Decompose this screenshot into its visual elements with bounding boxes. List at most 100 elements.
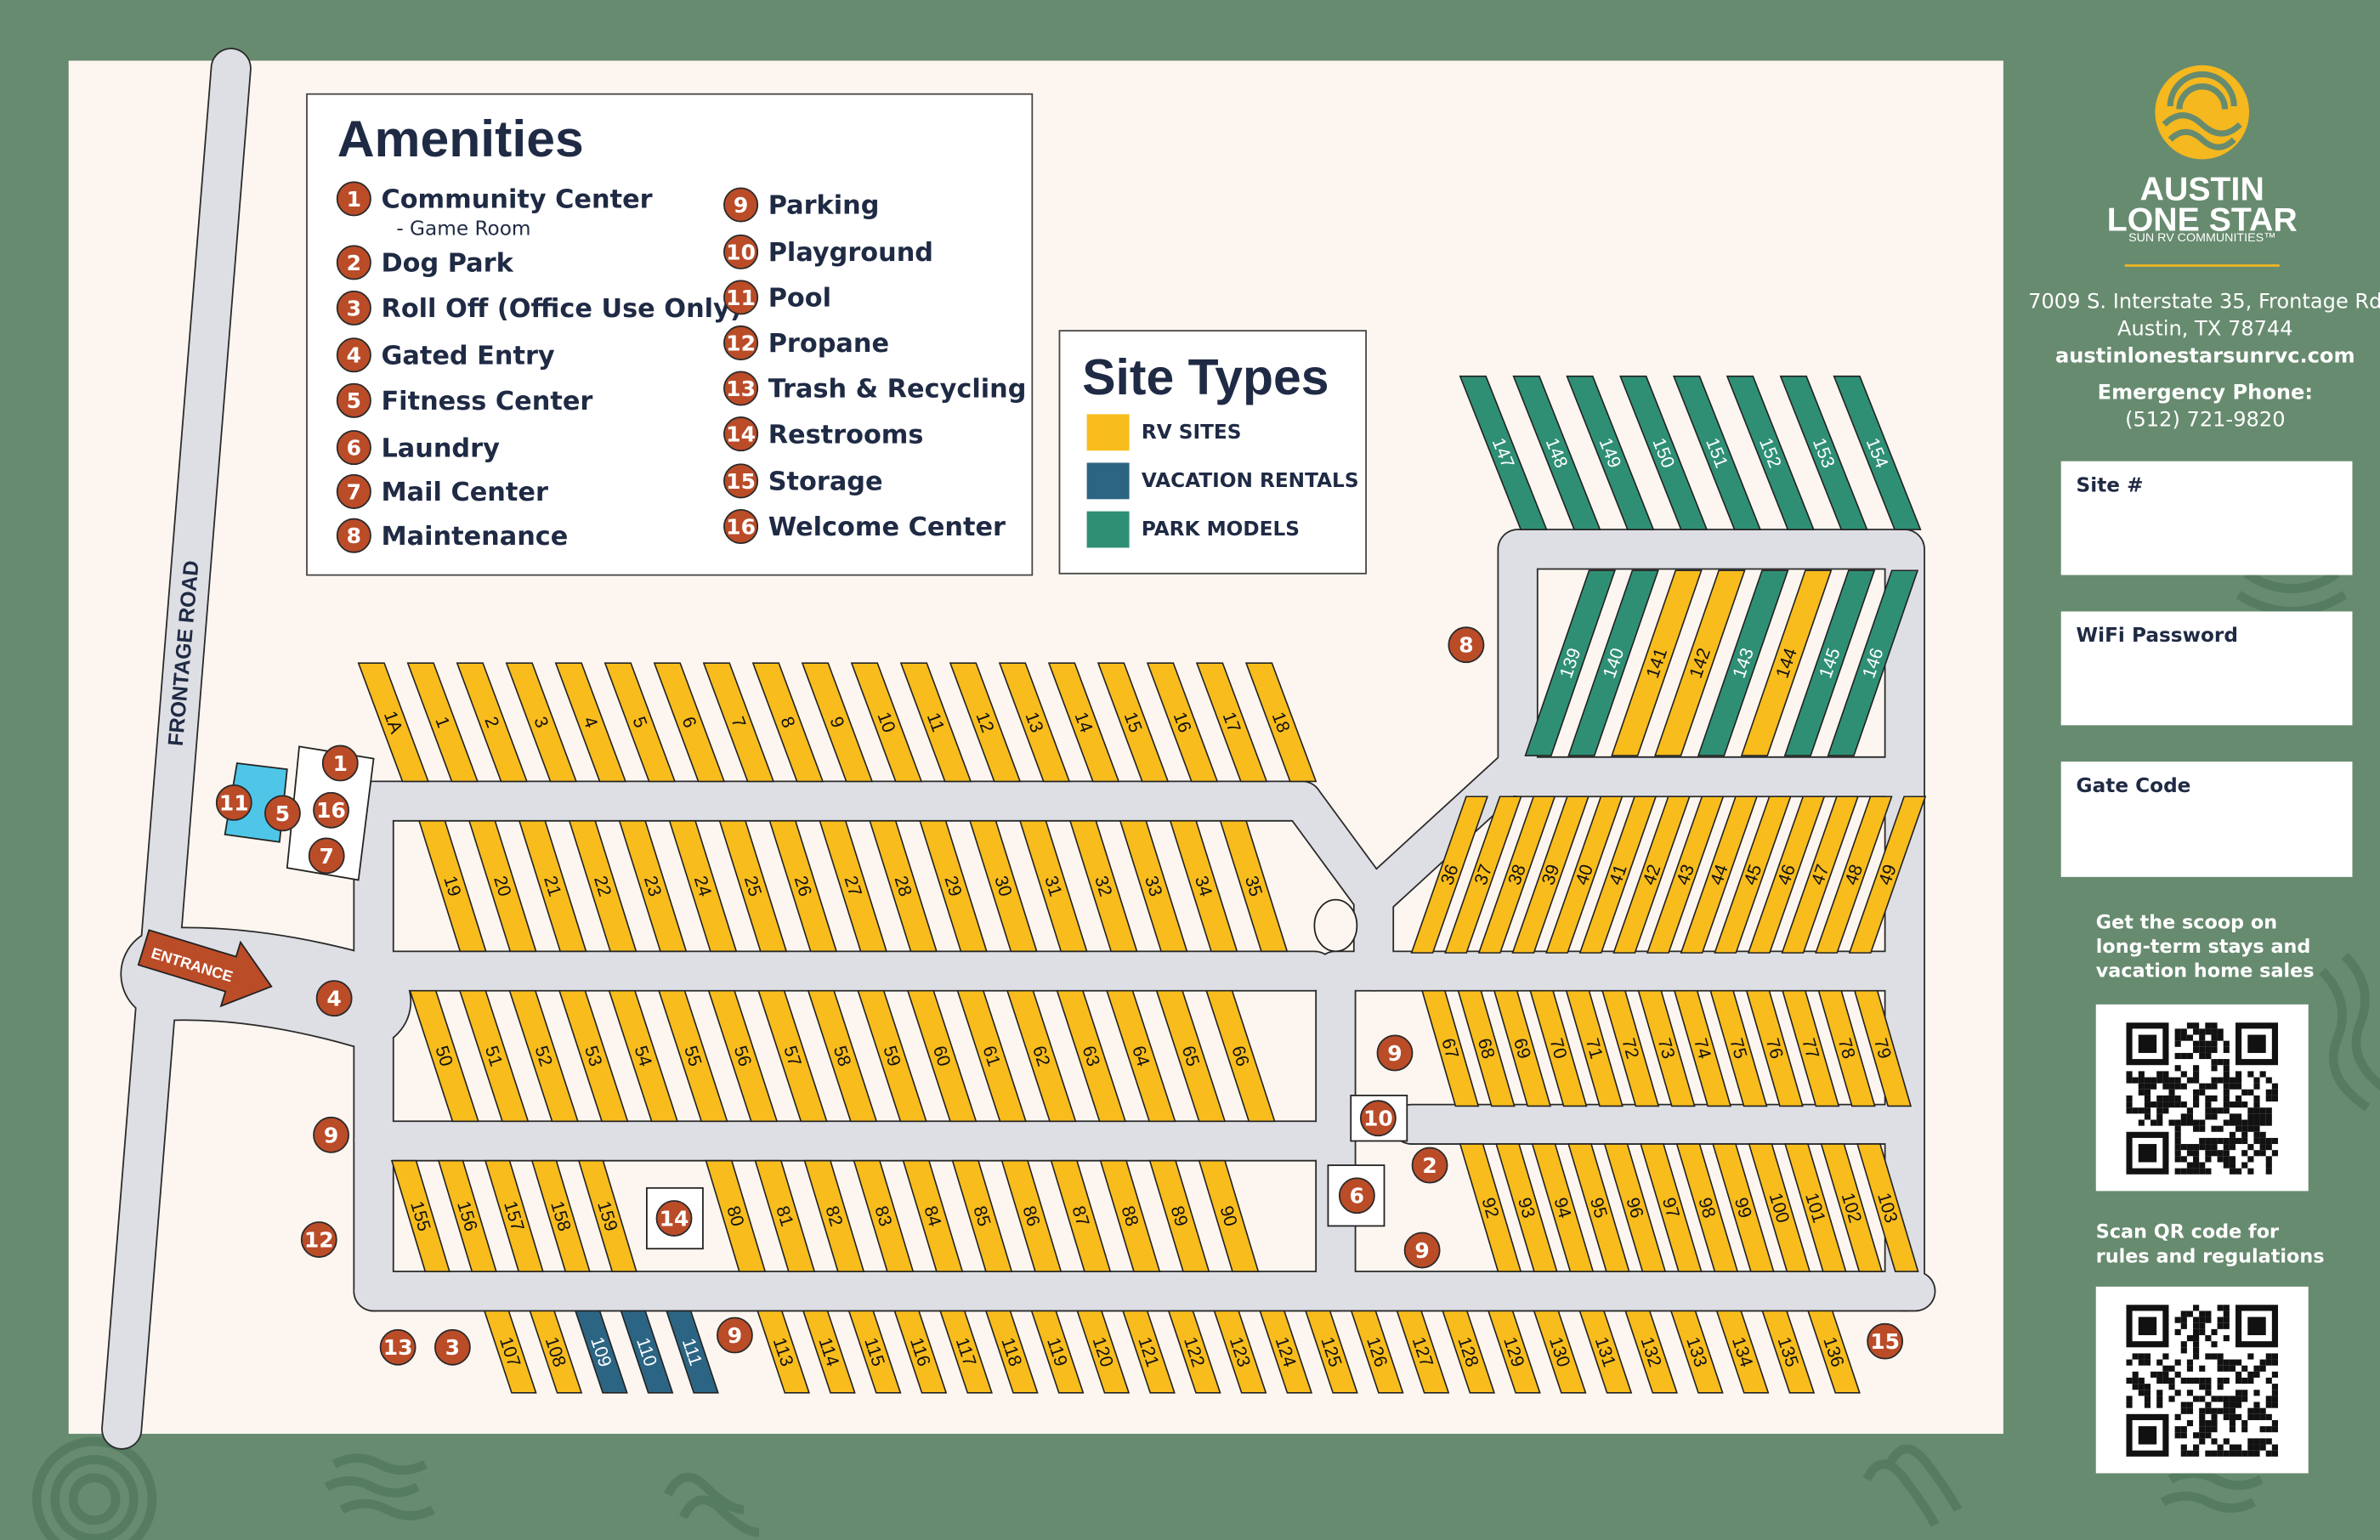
site-67[interactable]: 67 xyxy=(1421,989,1480,1107)
amenity-marker-15[interactable]: 15 xyxy=(1867,1322,1904,1360)
site-156[interactable]: 156 xyxy=(437,1159,497,1272)
site-35[interactable]: 35 xyxy=(1219,820,1289,953)
site-27[interactable]: 27 xyxy=(819,820,888,953)
amenity-marker-6[interactable]: 6 xyxy=(1338,1177,1375,1214)
site-84[interactable]: 84 xyxy=(902,1159,964,1272)
site-87[interactable]: 87 xyxy=(1050,1159,1112,1272)
site-68[interactable]: 68 xyxy=(1457,989,1516,1107)
site-147[interactable]: 147 xyxy=(1459,375,1548,530)
site-13[interactable]: 13 xyxy=(998,662,1071,783)
site-22[interactable]: 22 xyxy=(568,820,638,953)
site-57[interactable]: 57 xyxy=(757,989,828,1123)
site-142[interactable]: 142 xyxy=(1654,569,1746,756)
site-32[interactable]: 32 xyxy=(1068,820,1138,953)
amenity-marker-9[interactable]: 9 xyxy=(717,1316,753,1354)
site-28[interactable]: 28 xyxy=(869,820,938,953)
site-75[interactable]: 75 xyxy=(1709,989,1768,1107)
site-6[interactable]: 6 xyxy=(653,662,726,783)
site-17[interactable]: 17 xyxy=(1195,662,1268,783)
gate-code-field[interactable]: Gate Code xyxy=(2060,762,2353,877)
amenity-marker-9[interactable]: 9 xyxy=(1403,1231,1441,1269)
amenity-marker-5[interactable]: 5 xyxy=(264,795,301,832)
amenity-marker-11[interactable]: 11 xyxy=(215,784,252,821)
site-51[interactable]: 51 xyxy=(458,989,530,1123)
site-99[interactable]: 99 xyxy=(1712,1143,1775,1272)
site-21[interactable]: 21 xyxy=(518,820,587,953)
site-98[interactable]: 98 xyxy=(1675,1143,1739,1272)
site-9[interactable]: 9 xyxy=(801,662,874,783)
site-45[interactable]: 45 xyxy=(1714,795,1792,954)
site-97[interactable]: 97 xyxy=(1640,1143,1703,1272)
site-3[interactable]: 3 xyxy=(505,662,578,783)
amenity-marker-4[interactable]: 4 xyxy=(315,980,353,1017)
site-76[interactable]: 76 xyxy=(1745,989,1804,1107)
website-link[interactable]: austinlonestarsunrvc.com xyxy=(2055,344,2355,368)
site-7[interactable]: 7 xyxy=(702,662,775,783)
site-81[interactable]: 81 xyxy=(754,1159,816,1272)
site-34[interactable]: 34 xyxy=(1169,820,1238,953)
site-12[interactable]: 12 xyxy=(949,662,1022,783)
amenity-marker-9[interactable]: 9 xyxy=(313,1116,349,1153)
site-59[interactable]: 59 xyxy=(857,989,927,1123)
site-29[interactable]: 29 xyxy=(919,820,988,953)
site-79[interactable]: 79 xyxy=(1853,989,1912,1107)
site-151[interactable]: 151 xyxy=(1672,375,1762,530)
amenity-marker-1[interactable]: 1 xyxy=(321,745,359,782)
site-number-field[interactable]: Site # xyxy=(2060,461,2353,575)
site-100[interactable]: 100 xyxy=(1748,1143,1811,1272)
amenity-marker-7[interactable]: 7 xyxy=(308,837,345,875)
site-19[interactable]: 19 xyxy=(418,820,487,953)
site-78[interactable]: 78 xyxy=(1817,989,1876,1107)
amenity-marker-8[interactable]: 8 xyxy=(1448,626,1485,664)
site-26[interactable]: 26 xyxy=(768,820,838,953)
amenity-marker-14[interactable]: 14 xyxy=(655,1200,693,1237)
site-14[interactable]: 14 xyxy=(1047,662,1120,783)
site-69[interactable]: 69 xyxy=(1493,989,1552,1107)
site-8[interactable]: 8 xyxy=(751,662,824,783)
site-53[interactable]: 53 xyxy=(558,989,629,1123)
site-60[interactable]: 60 xyxy=(906,989,978,1123)
site-10[interactable]: 10 xyxy=(850,662,923,783)
site-40[interactable]: 40 xyxy=(1545,795,1624,954)
site-71[interactable]: 71 xyxy=(1565,989,1624,1107)
site-42[interactable]: 42 xyxy=(1612,795,1691,954)
site-93[interactable]: 93 xyxy=(1495,1143,1558,1272)
amenity-marker-9[interactable]: 9 xyxy=(1376,1034,1414,1072)
site-33[interactable]: 33 xyxy=(1119,820,1188,953)
site-18[interactable]: 18 xyxy=(1244,662,1318,783)
amenity-marker-3[interactable]: 3 xyxy=(434,1328,471,1366)
site-49[interactable]: 49 xyxy=(1848,795,1927,954)
site-90[interactable]: 90 xyxy=(1198,1159,1260,1272)
site-88[interactable]: 88 xyxy=(1099,1159,1161,1272)
site-39[interactable]: 39 xyxy=(1511,795,1590,954)
site-66[interactable]: 66 xyxy=(1205,989,1276,1123)
amenity-marker-13[interactable]: 13 xyxy=(379,1328,416,1366)
site-77[interactable]: 77 xyxy=(1782,989,1840,1107)
site-89[interactable]: 89 xyxy=(1148,1159,1210,1272)
site-2[interactable]: 2 xyxy=(456,662,529,783)
site-85[interactable]: 85 xyxy=(951,1159,1013,1272)
site-15[interactable]: 15 xyxy=(1096,662,1170,783)
site-55[interactable]: 55 xyxy=(658,989,728,1123)
amenity-marker-2[interactable]: 2 xyxy=(1411,1147,1448,1184)
site-94[interactable]: 94 xyxy=(1531,1143,1595,1272)
qr-code-rules[interactable] xyxy=(2095,1286,2309,1474)
site-1A[interactable]: 1A xyxy=(357,662,429,783)
site-52[interactable]: 52 xyxy=(508,989,579,1123)
site-62[interactable]: 62 xyxy=(1006,989,1077,1123)
site-20[interactable]: 20 xyxy=(468,820,537,953)
site-1[interactable]: 1 xyxy=(406,662,479,783)
qr-code-long-term-stays[interactable] xyxy=(2095,1004,2309,1192)
site-64[interactable]: 64 xyxy=(1106,989,1176,1123)
site-24[interactable]: 24 xyxy=(668,820,738,953)
site-92[interactable]: 92 xyxy=(1459,1143,1522,1272)
site-73[interactable]: 73 xyxy=(1637,989,1696,1107)
site-70[interactable]: 70 xyxy=(1529,989,1588,1107)
site-61[interactable]: 61 xyxy=(956,989,1027,1123)
site-47[interactable]: 47 xyxy=(1781,795,1859,954)
site-63[interactable]: 63 xyxy=(1056,989,1127,1123)
site-123[interactable]: 123 xyxy=(1213,1310,1267,1394)
site-65[interactable]: 65 xyxy=(1155,989,1227,1123)
site-31[interactable]: 31 xyxy=(1018,820,1088,953)
site-74[interactable]: 74 xyxy=(1673,989,1732,1107)
